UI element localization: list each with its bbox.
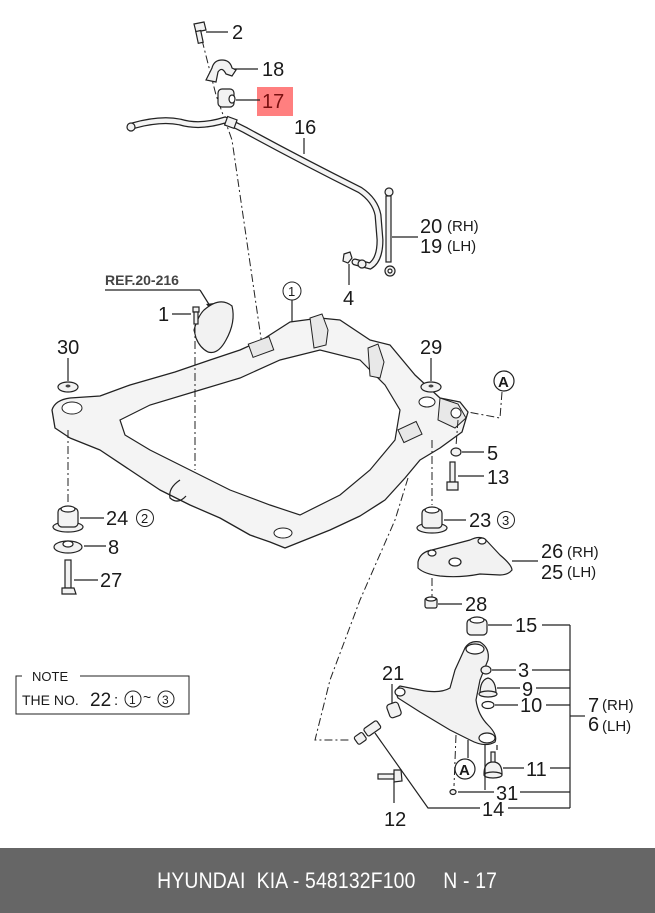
stabilizer-bar-16-icon bbox=[126, 115, 384, 270]
bushing-24-icon bbox=[52, 505, 84, 533]
note-range-tilde: ~ bbox=[143, 689, 151, 705]
ring-10-icon bbox=[481, 700, 495, 710]
stabilizer-link-icon bbox=[384, 187, 396, 277]
callout-1: 1 bbox=[158, 304, 169, 326]
bracket-26-25-icon bbox=[417, 536, 513, 578]
callout-24-circle bbox=[136, 509, 154, 527]
note-number: 22 bbox=[90, 690, 111, 711]
callout-3: 3 bbox=[518, 660, 529, 682]
note-range-end: 3 bbox=[162, 693, 169, 707]
note-range-start-circle bbox=[124, 690, 142, 708]
engine-mount-bracket-icon bbox=[193, 301, 234, 354]
callout-14: 14 bbox=[482, 799, 504, 821]
callout-31: 31 bbox=[496, 783, 518, 805]
bolt-12-icon bbox=[377, 769, 403, 783]
note-title: NOTE bbox=[32, 669, 68, 684]
callout-19-side: (LH) bbox=[447, 238, 476, 255]
callout-6: 6 bbox=[588, 714, 599, 736]
callout-12: 12 bbox=[384, 809, 406, 831]
callout-20-side: (RH) bbox=[447, 218, 479, 235]
callout-30: 30 bbox=[57, 337, 79, 359]
bushing-21-icon bbox=[386, 701, 402, 719]
callout-23-circled: 3 bbox=[502, 513, 509, 528]
frame-marker-label: 1 bbox=[288, 284, 295, 299]
clamp-18-icon bbox=[205, 59, 237, 83]
nut-28-icon bbox=[424, 596, 438, 609]
connector-a-top-line bbox=[467, 391, 503, 419]
bolt-1-icon bbox=[192, 306, 200, 325]
nut-5-icon bbox=[450, 447, 462, 457]
reference-label: REF.20-216 bbox=[105, 272, 179, 288]
nut-31-icon bbox=[449, 788, 457, 796]
callout-18: 18 bbox=[262, 59, 284, 81]
bushing-15-icon bbox=[466, 616, 488, 636]
callout-21: 21 bbox=[382, 663, 404, 685]
bushing-17-icon bbox=[217, 88, 236, 108]
parts-diagram: 2 18 17 16 20 (RH) 19 (LH) 4 REF.20-216 bbox=[15, 21, 634, 831]
callout-23: 23 bbox=[469, 510, 491, 532]
callout-15: 15 bbox=[515, 615, 537, 637]
assembly-centerline bbox=[201, 39, 263, 346]
connector-a-bottom-line bbox=[314, 477, 409, 741]
boot-9-icon bbox=[478, 677, 498, 698]
callout-17: 17 bbox=[262, 91, 284, 113]
bushing-23-icon bbox=[416, 506, 448, 534]
bolt-13-axis bbox=[455, 419, 459, 447]
callout-23-circle bbox=[497, 511, 515, 529]
callout-7-side: (RH) bbox=[602, 697, 634, 714]
note-range-end-circle bbox=[157, 690, 175, 708]
washer-8-icon bbox=[53, 540, 83, 554]
callout-5: 5 bbox=[487, 443, 498, 465]
callout-25-side: (LH) bbox=[567, 564, 596, 581]
callout-10: 10 bbox=[520, 695, 542, 717]
callout-28: 28 bbox=[465, 594, 487, 616]
callout-19: 19 bbox=[420, 236, 442, 258]
callout-26-side: (RH) bbox=[567, 544, 599, 561]
callout-4: 4 bbox=[343, 288, 354, 310]
note-box: NOTE THE NO. 22 : 1 ~ 3 bbox=[15, 669, 190, 715]
bolt-13-icon bbox=[446, 461, 459, 491]
callout-2: 2 bbox=[232, 22, 243, 44]
callout-6-side: (LH) bbox=[602, 718, 631, 735]
callout-16: 16 bbox=[294, 117, 316, 139]
footer-bar: HYUNDAI KIA - 548132F100 N - 17 bbox=[0, 848, 655, 913]
connector-a-top-label: A bbox=[498, 374, 509, 391]
callout-29: 29 bbox=[420, 337, 442, 359]
nut-31-axis bbox=[453, 734, 457, 787]
highlight-17 bbox=[257, 87, 293, 116]
ball-joint-11-icon bbox=[483, 751, 503, 779]
callout-27: 27 bbox=[100, 570, 122, 592]
footer-part-number: HYUNDAI KIA - 548132F100 N - 17 bbox=[157, 867, 498, 893]
callout-25: 25 bbox=[541, 562, 563, 584]
callout-8: 8 bbox=[108, 537, 119, 559]
callout-7: 7 bbox=[588, 695, 599, 717]
callout-24: 24 bbox=[106, 508, 128, 530]
callout-13: 13 bbox=[487, 467, 509, 489]
note-range-start: 1 bbox=[129, 693, 136, 707]
washer-30-icon bbox=[57, 381, 79, 393]
subframe-crossmember-icon bbox=[51, 313, 469, 549]
nut-3-icon bbox=[480, 665, 492, 675]
connector-a-top-circle bbox=[493, 370, 515, 392]
lower-control-arm-icon bbox=[394, 641, 497, 746]
callout-9: 9 bbox=[522, 679, 533, 701]
bolt-27-icon bbox=[61, 559, 77, 595]
bolt-2-icon bbox=[193, 21, 207, 44]
bolt-14-icon bbox=[353, 720, 382, 745]
callout-20: 20 bbox=[420, 216, 442, 238]
callout-11: 11 bbox=[526, 759, 547, 781]
callout-26: 26 bbox=[541, 541, 563, 563]
note-prefix: THE NO. bbox=[22, 692, 79, 708]
callout-24-circled: 2 bbox=[141, 511, 148, 526]
connector-a-bottom-label: A bbox=[459, 762, 470, 779]
note-separator: : bbox=[114, 692, 118, 709]
nut-4-icon bbox=[342, 251, 353, 264]
washer-29-icon bbox=[420, 381, 442, 393]
